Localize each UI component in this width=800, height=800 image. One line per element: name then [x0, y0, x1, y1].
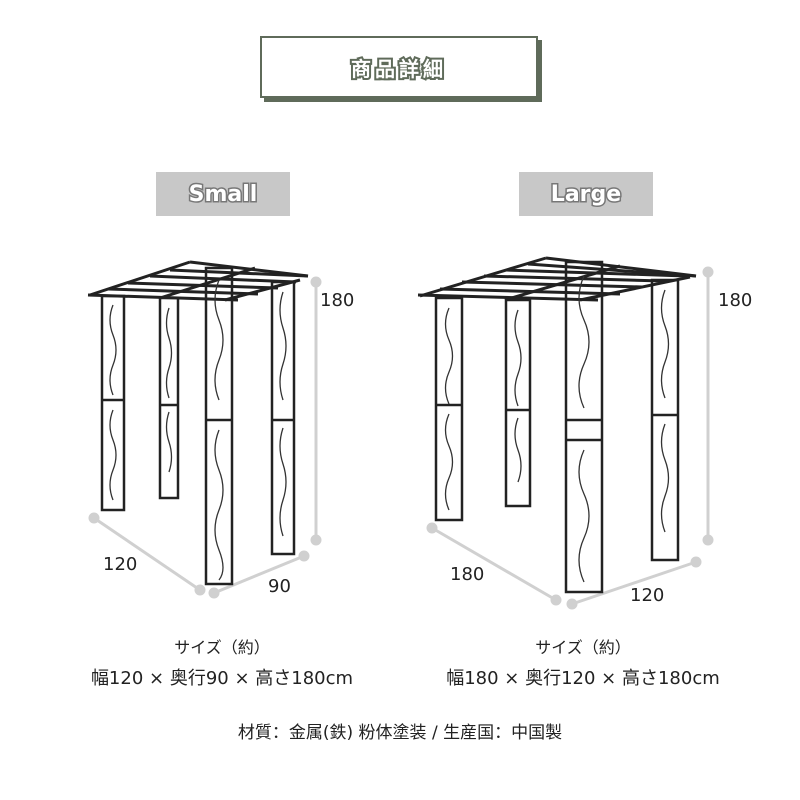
title-banner: 商品詳細: [260, 36, 542, 102]
large-size-label: Large: [519, 172, 653, 216]
small-label-text: Small: [187, 180, 259, 208]
small-size-label: Small: [156, 172, 290, 216]
large-size-spec: サイズ（約） 幅180 × 奥行120 × 高さ180cm: [403, 634, 763, 690]
title-frame: 商品詳細: [260, 36, 538, 98]
small-arch-illustration: [87, 260, 322, 599]
small-width-dimension: 120: [103, 554, 138, 575]
large-label-text: Large: [549, 180, 622, 208]
large-panels: [434, 260, 680, 594]
large-vine-pattern: [444, 275, 670, 583]
small-depth-dimension: 90: [268, 576, 291, 597]
large-spec-line: 幅180 × 奥行120 × 高さ180cm: [446, 668, 720, 689]
large-width-dimension: 180: [450, 564, 485, 585]
small-vine-pattern: [109, 279, 287, 581]
page-title: 商品詳細: [349, 55, 447, 83]
material-origin-note: 材質：金属(鉄) 粉体塗装 / 生産国：中国製: [237, 723, 563, 743]
small-height-dimension: 180: [320, 290, 355, 311]
large-arch-illustration: [417, 256, 714, 610]
small-size-spec: サイズ（約） 幅120 × 奥行90 × 高さ180cm: [42, 634, 402, 690]
small-panels: [100, 266, 296, 586]
small-spec-heading: サイズ（約）: [174, 638, 270, 657]
large-dimension-lines: [426, 266, 714, 610]
small-spec-line: 幅120 × 奥行90 × 高さ180cm: [90, 668, 354, 689]
small-dimension-lines: [88, 276, 322, 599]
large-height-dimension: 180: [718, 290, 753, 311]
large-depth-dimension: 120: [630, 585, 665, 606]
large-spec-heading: サイズ（約）: [535, 638, 631, 657]
